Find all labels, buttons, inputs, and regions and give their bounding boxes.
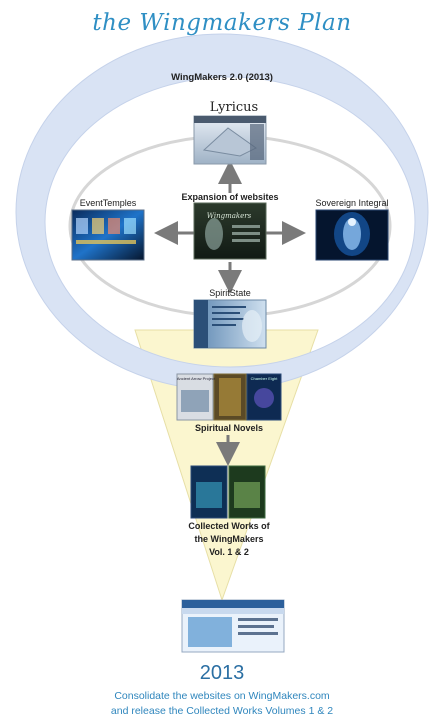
novels-label: Spiritual Novels	[194, 423, 264, 433]
hub-thumbnail	[193, 202, 267, 260]
hub-label: Expansion of websites	[181, 192, 279, 202]
sovereign-integral-thumbnail	[315, 209, 389, 261]
outer-ring-label: WingMakers 2.0 (2013)	[171, 72, 273, 83]
sovereign-integral-label: Sovereign Integral	[315, 198, 389, 208]
collected-works-label: Collected Works of the WingMakers Vol. 1…	[188, 520, 269, 559]
collected-line-1: Collected Works of	[188, 521, 270, 531]
caption-line-1: Consolidate the websites on WingMakers.c…	[114, 690, 330, 702]
spiritstate-label: SpiritState	[209, 288, 251, 298]
year-label: 2013	[199, 662, 245, 684]
collected-works-covers	[190, 465, 266, 519]
eventtemples-thumbnail	[71, 209, 145, 261]
outer-ring	[15, 33, 429, 391]
diagram-title: the Wingmakers Plan	[92, 10, 352, 36]
hub-image-text: Wingmakers	[206, 212, 252, 220]
novel-cover-1-title: Ancient Arrow Project	[176, 376, 216, 381]
collected-line-2: the WingMakers	[194, 534, 264, 544]
caption-line-2: and release the Collected Works Volumes …	[110, 705, 334, 717]
novel-cover-3-title: Chamber Eight	[250, 376, 278, 381]
wingmakers-website-thumbnail	[181, 599, 285, 653]
novel-covers	[176, 373, 282, 421]
spiritstate-thumbnail	[193, 299, 267, 349]
collected-line-3: Vol. 1 & 2	[209, 547, 249, 557]
lyricus-label: Lyricus	[209, 100, 259, 115]
lyricus-thumbnail	[193, 115, 267, 165]
eventtemples-label: EventTemples	[79, 198, 137, 208]
